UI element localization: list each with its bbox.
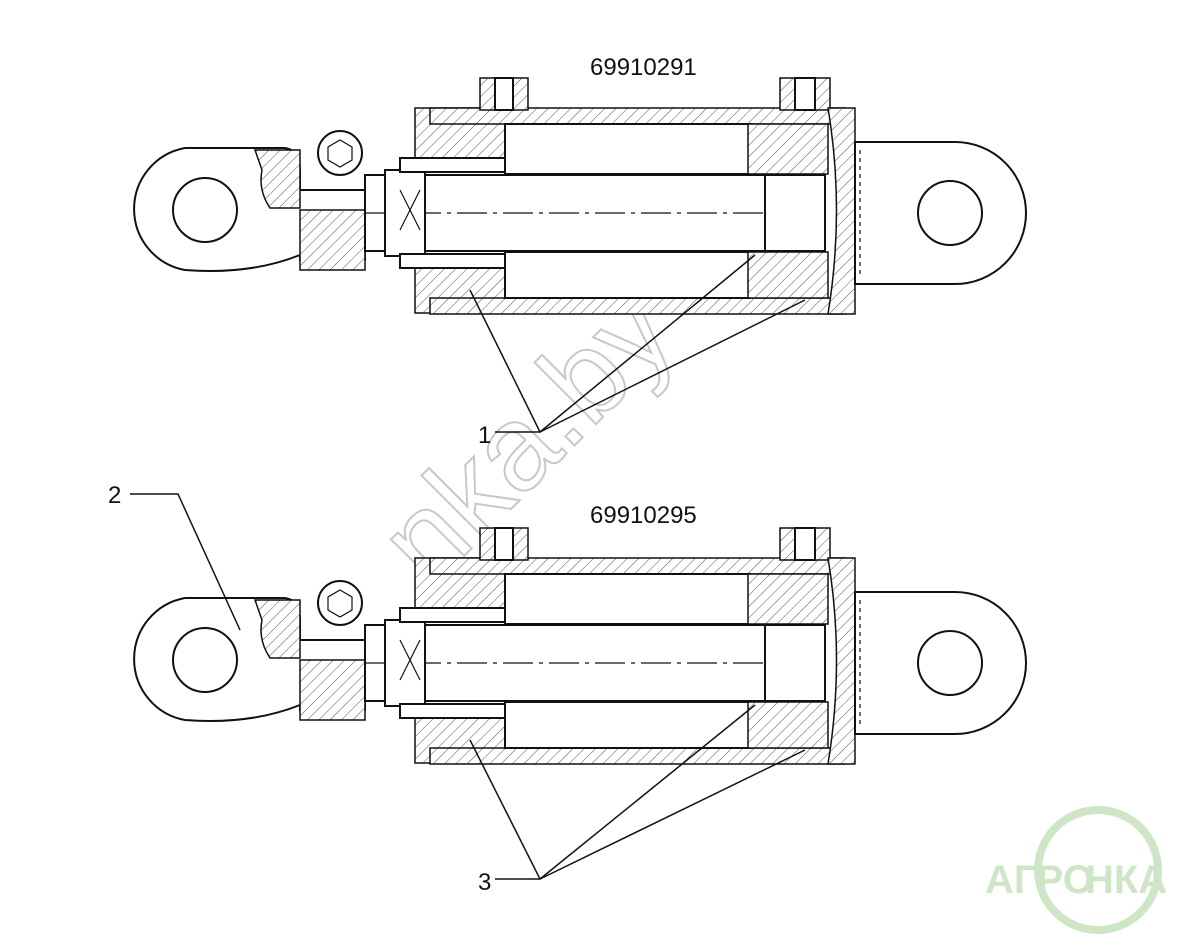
callout-number-3: 3 [478,869,491,896]
callout-1: 1 [469,254,806,449]
part-number-1: 69910291 [590,54,697,81]
logo-text-left: АГРО [985,858,1094,902]
callout-3: 3 [469,704,806,896]
part-number-2: 69910295 [590,502,697,529]
cylinder-assembly-2: 69910295 [133,502,1027,765]
logo-text-right: НКА [1085,858,1167,902]
agronka-logo: АГРО НКА [985,806,1167,934]
callout-number-1: 1 [478,422,491,449]
callout-2: 2 [108,482,241,631]
callout-number-2: 2 [108,482,121,509]
cylinder-assembly-1: 69910291 [133,54,1027,315]
